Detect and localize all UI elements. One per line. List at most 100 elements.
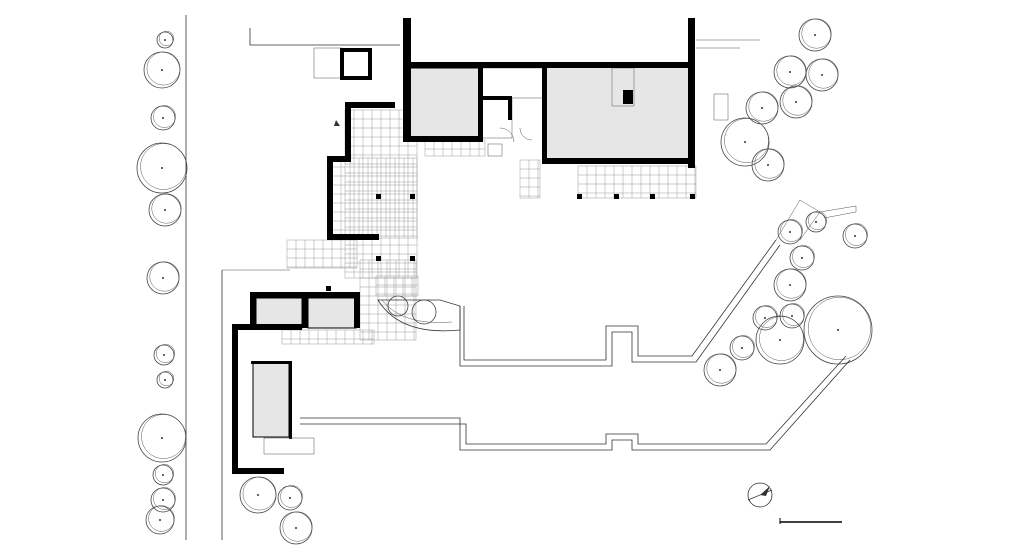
tree-cluster-east (239, 18, 873, 545)
tree-canopy-outline (706, 353, 737, 384)
tree-trunk (761, 107, 763, 109)
tree-canopy-outline (155, 464, 174, 483)
round-terrace (377, 295, 461, 332)
tree-trunk (854, 235, 856, 237)
tree-canopy-outline (280, 485, 303, 508)
tree-canopy (136, 142, 188, 194)
tree-trunk (161, 69, 163, 71)
tree-trunk (164, 39, 166, 41)
tree-trunk (741, 347, 743, 349)
tree-canopy-outline (782, 303, 805, 326)
tree-trunk (164, 379, 166, 381)
tree-trunk (779, 339, 781, 341)
tree-canopy (156, 31, 174, 49)
tree-trunk (767, 164, 769, 166)
tree-trunk (814, 34, 816, 36)
property-boundaries (185, 15, 290, 540)
room-sw-2 (307, 297, 357, 329)
tree-canopy (805, 211, 827, 233)
tree-trunk (719, 369, 721, 371)
tree-trunk (164, 209, 166, 211)
room-west (407, 67, 481, 139)
room-living (545, 65, 693, 161)
tree-canopy (145, 505, 175, 535)
tree-canopy-outline (156, 344, 175, 363)
main-house (403, 18, 695, 199)
tree-canopy (729, 335, 755, 361)
tree-row-west (136, 30, 188, 535)
tree-canopy-outline (724, 118, 769, 163)
tree-canopy-outline (792, 245, 815, 268)
scale-bar-icon (779, 518, 842, 524)
tree-trunk (162, 499, 164, 501)
tree-trunk (162, 277, 164, 279)
tree-canopy-outline (780, 219, 803, 242)
tree-canopy-outline (845, 223, 868, 246)
tree-canopy-outline (776, 268, 807, 299)
tree-canopy (277, 485, 303, 511)
tree-canopy-outline (754, 148, 785, 179)
tree-trunk (837, 329, 839, 331)
tree-canopy-outline (149, 261, 180, 292)
entrance-marker (334, 120, 340, 126)
tree-trunk (257, 494, 259, 496)
tree-canopy-outline (282, 511, 313, 542)
tree-canopy-outline (808, 58, 839, 89)
tree-canopy-outline (158, 370, 175, 387)
north-arrow-icon (747, 482, 773, 508)
tree-trunk (764, 317, 766, 319)
tree-canopy-outline (732, 335, 755, 358)
tree-canopy (777, 219, 803, 245)
tree-canopy (720, 117, 770, 167)
tree-trunk (801, 257, 803, 259)
tree-canopy (153, 344, 175, 366)
tree-canopy-outline (153, 105, 176, 128)
tree-trunk (289, 497, 291, 499)
tree-canopy (803, 295, 873, 365)
tree-trunk (161, 437, 163, 439)
tree-canopy-outline (808, 211, 827, 230)
garage (252, 362, 290, 438)
room-sw-1 (255, 297, 303, 329)
tree-canopy-outline (140, 143, 187, 190)
tree-trunk (815, 221, 817, 223)
tree-canopy-outline (158, 30, 175, 47)
tree-canopy-outline (153, 487, 176, 510)
tree-canopy (779, 303, 805, 329)
tree-canopy-outline (801, 18, 832, 49)
tree-trunk (789, 71, 791, 73)
tree-trunk (789, 284, 791, 286)
tree-canopy-outline (807, 296, 872, 361)
tree-canopy (752, 305, 778, 331)
outbuilding-north (249, 28, 400, 80)
tree-canopy (150, 105, 176, 131)
tree-trunk (162, 117, 164, 119)
middle-wing (327, 102, 415, 261)
tree-trunk (789, 231, 791, 233)
tree-canopy-outline (141, 414, 186, 459)
tree-canopy-outline (748, 91, 779, 122)
tree-trunk (795, 101, 797, 103)
tree-canopy-outline (242, 476, 277, 511)
tree-canopy (150, 487, 176, 513)
tree-trunk (791, 315, 793, 317)
tree-trunk (821, 74, 823, 76)
tree-trunk (744, 141, 746, 143)
tree-trunk (159, 519, 161, 521)
tree-canopy-outline (782, 85, 813, 116)
tree-trunk (163, 354, 165, 356)
tree-canopy-outline (148, 505, 175, 532)
west-wing (232, 286, 360, 474)
tree-canopy (842, 223, 868, 249)
tree-canopy-outline (151, 193, 182, 224)
tree-trunk (161, 167, 163, 169)
tree-trunk (162, 474, 164, 476)
tree-trunk (295, 527, 297, 529)
tree-canopy (156, 371, 174, 389)
tree-canopy-outline (755, 305, 778, 328)
tree-canopy-outline (759, 316, 804, 361)
tree-canopy (152, 464, 174, 486)
tree-canopy-outline (776, 55, 807, 86)
garden-walls (300, 39, 857, 451)
